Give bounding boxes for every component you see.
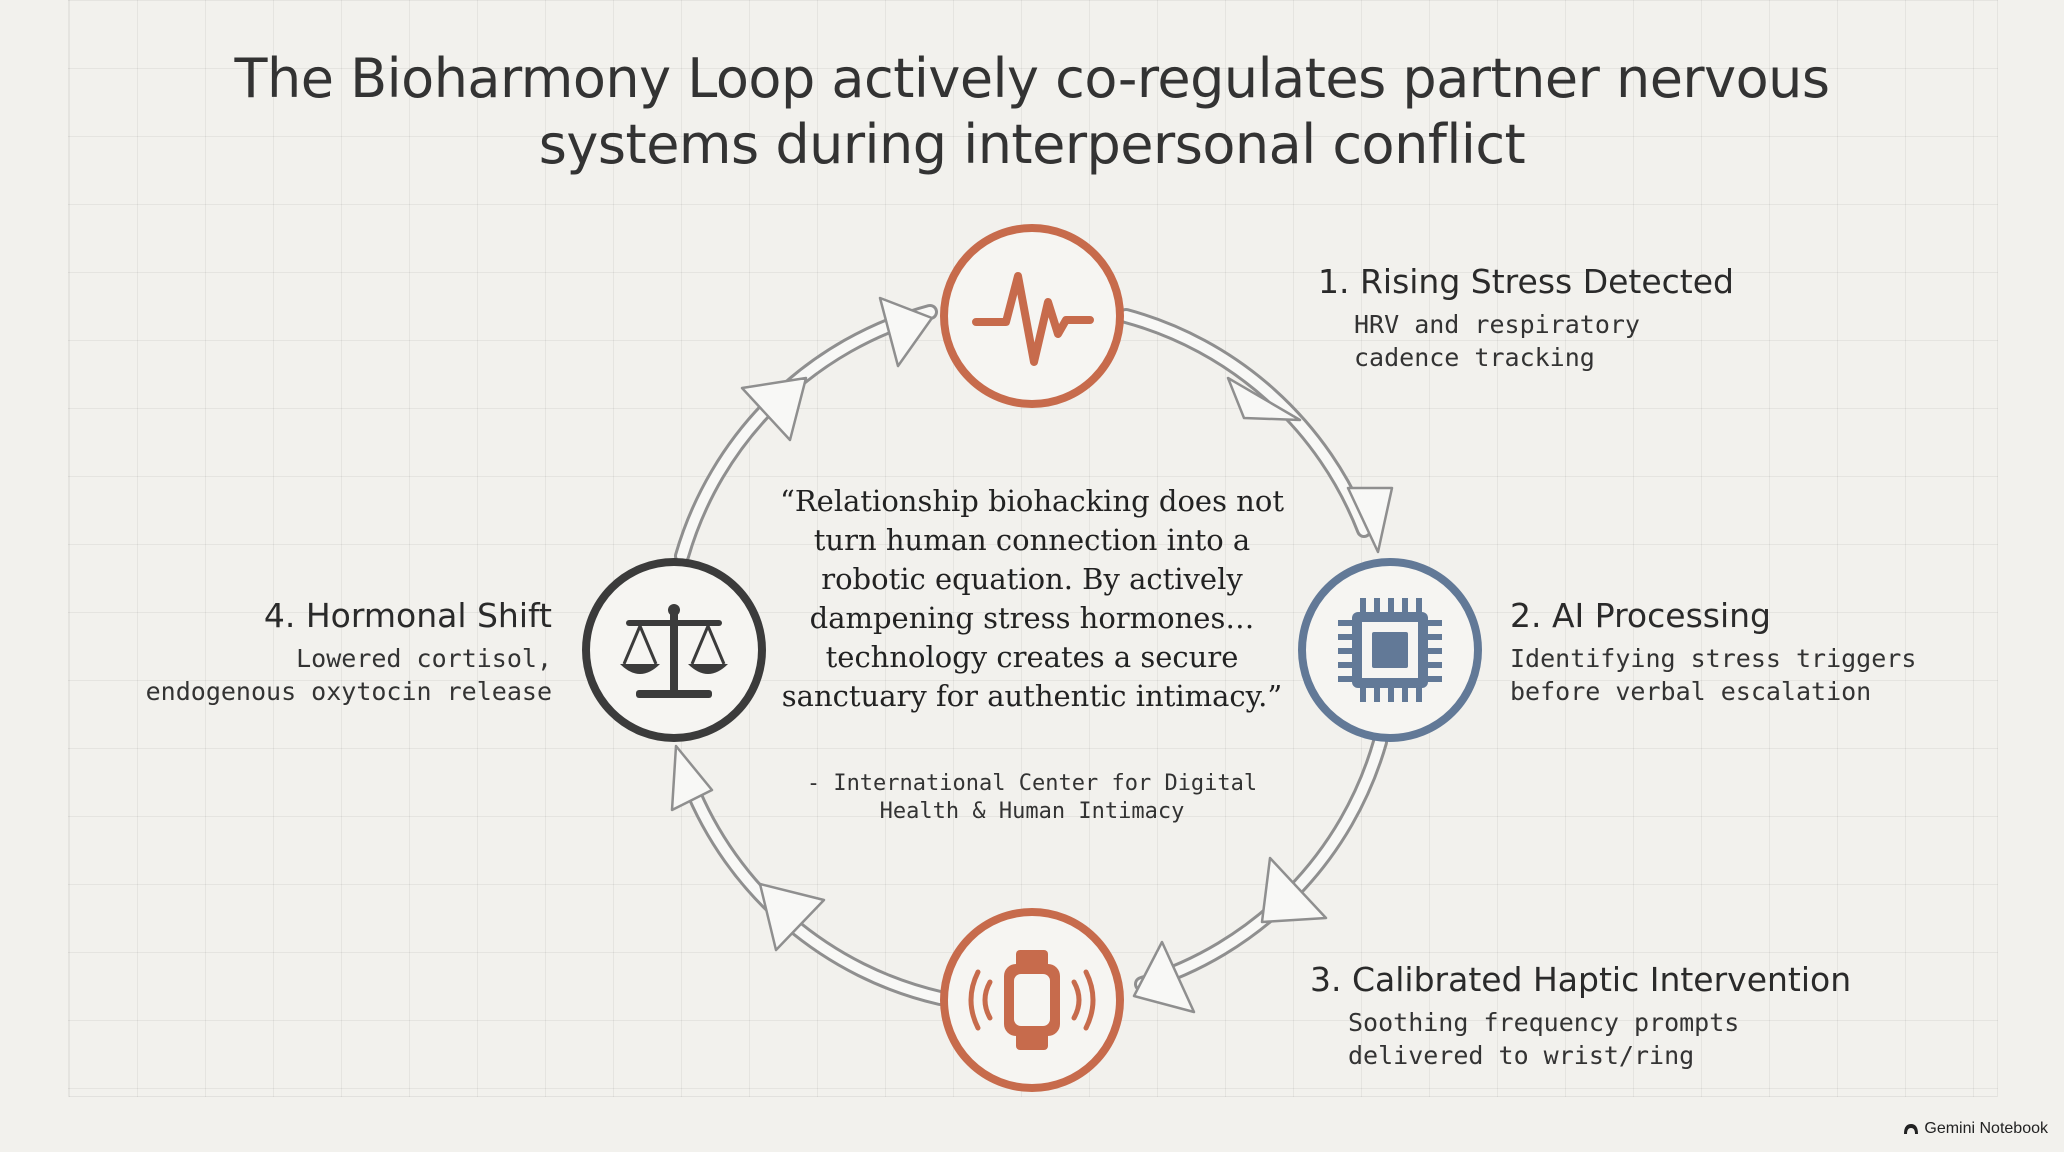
heartbeat-icon (972, 272, 1094, 366)
quote-attribution: - International Center for Digital Healt… (806, 771, 1258, 824)
step-title: 2. AI Processing (1510, 596, 1771, 635)
node-haptic (940, 908, 1124, 1092)
arrow-2-to-3 (1132, 734, 1388, 1014)
step-description: Lowered cortisol, endogenous oxytocin re… (145, 644, 552, 706)
step-title: 4. Hormonal Shift (263, 596, 552, 635)
node-ai-processing (1298, 558, 1482, 742)
step-description: Identifying stress triggers before verba… (1510, 644, 1917, 706)
step-ai-processing: 2. AI Processing Identifying stress trig… (1510, 596, 1916, 708)
arrow-3-to-4 (670, 744, 948, 1006)
step-title: 3. Calibrated Haptic Intervention (1310, 960, 1852, 999)
node-rising-stress (940, 224, 1124, 408)
center-quote: “Relationship biohacking does not turn h… (780, 484, 1284, 713)
step-title: 1. Rising Stress Detected (1318, 262, 1734, 301)
balance-scale-icon (620, 604, 728, 698)
smartwatch-vibrate-icon (968, 950, 1096, 1050)
step-description: Soothing frequency prompts delivered to … (1348, 1008, 1740, 1070)
page-title: The Bioharmony Loop actively co-regulate… (234, 47, 1830, 176)
arrow-4-to-1 (674, 296, 938, 564)
node-hormonal (582, 558, 766, 742)
step-hormonal: 4. Hormonal Shift Lowered cortisol, endo… (120, 596, 552, 708)
cpu-chip-icon (1338, 598, 1442, 702)
notebook-logo-icon (1904, 1124, 1919, 1134)
brand-label: Gemini Notebook (1924, 1120, 2048, 1137)
step-haptic: 3. Calibrated Haptic Intervention Soothi… (1310, 960, 1851, 1072)
loop-arrows (670, 296, 1394, 1014)
step-rising-stress: 1. Rising Stress Detected HRV and respir… (1318, 262, 1734, 374)
arrow-1-to-2 (1118, 308, 1394, 554)
brand-watermark: Gemini Notebook (1903, 1120, 2048, 1138)
step-description: HRV and respiratory cadence tracking (1354, 310, 1640, 372)
